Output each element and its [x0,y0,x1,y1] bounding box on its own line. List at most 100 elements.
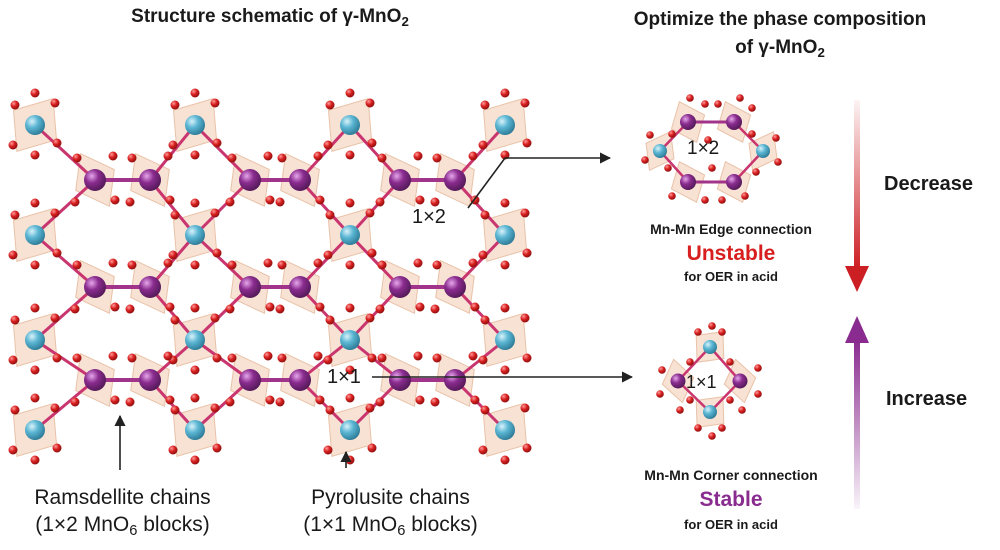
oxygen-atom [345,365,355,375]
oxygen-atom [30,455,40,465]
oxygen-atom [277,353,287,363]
cluster-oxygen [748,104,756,112]
cluster-bond [708,345,742,383]
oxygen-atom [30,393,40,403]
mn-atom-purple [139,169,161,191]
mn-atom-blue [495,115,515,135]
mn-atom-blue [495,420,515,440]
oxygen-atom [478,140,488,150]
oxygen-atom [30,303,40,313]
mn-mn-bond [193,378,252,432]
cluster-oxygen [694,424,702,432]
oxygen-atom [190,88,200,98]
oxygen-atom [212,353,222,363]
oxygen-atom [163,151,173,161]
oxygen-atoms [8,88,532,465]
oxygen-atom [125,197,135,207]
oxygen-atom [168,140,178,150]
oxygen-atom [263,151,273,161]
oxygen-atom [430,397,440,407]
oxygen-atom [50,208,60,218]
oxygen-atom [110,195,120,205]
cluster-oxygen [718,424,726,432]
mn-mn-bond [453,285,507,342]
oxygen-atom [480,405,490,415]
oxygen-atom [190,393,200,403]
oxygen-atom [30,198,40,208]
mn-mn-bond [148,285,197,342]
lattice-label-1x2: 1×2 [412,206,446,228]
cluster-oxygen [708,322,716,330]
cluster-oxygen [686,396,694,404]
mn-mn-bond [298,178,352,237]
oxygen-atom [168,250,178,260]
oxygen-atom [365,208,375,218]
oxygen-atom [323,140,333,150]
mn-atom-purple [289,369,311,391]
oxygen-atom [72,153,82,163]
oxygen-atom [210,403,220,413]
cluster-oxygen [718,328,726,336]
mn-mn-bond [298,233,352,289]
left-panel-title: Structure schematic of γ-MnO2 [131,6,409,29]
oxygen-atom [367,248,377,258]
unstable-label: Unstable [686,242,776,265]
mn-atom-purple [444,369,466,391]
cluster-oxygen [736,94,744,102]
oxygen-atom [170,210,180,220]
cluster-oxygen [676,406,684,414]
mn-atom-purple [289,276,311,298]
mn-mn-bond [33,285,97,342]
cluster-oxygen [772,134,780,142]
oxygen-atom [10,100,20,110]
oxygen-atom [190,365,200,375]
mn-mn-bond [348,285,402,342]
oxygen-atom [210,313,220,323]
oxygen-atom [520,313,530,323]
mn-mn-bond [148,378,197,432]
oxygen-atom [108,258,118,268]
mn-atom-purple [139,276,161,298]
oxygen-atom [313,151,323,161]
oxygen-atom [315,302,325,312]
mn-mn-bond [33,338,97,382]
mno2-lattice-structure [8,88,532,465]
oxygen-atom [30,365,40,375]
mn-atom-purple [139,369,161,391]
oxygen-atom [325,405,335,415]
cluster-oxygen [701,100,709,108]
oxygen-atom [500,455,510,465]
oxygen-atom [277,260,287,270]
oxygen-atom [432,153,442,163]
mn-atom-blue [495,330,515,350]
cluster-oxygen [646,131,654,139]
oxygen-atom [413,351,423,361]
oxygen-atom [275,304,285,314]
ramsdellite-caption: Ramsdellite chains (1×2 MnO6 blocks) [34,486,211,540]
oxygen-atom [8,250,18,260]
oxygen-atom [127,353,137,363]
oxygen-atom [275,197,285,207]
oxygen-atom [225,197,235,207]
oxygen-atom [190,455,200,465]
oxygen-atom [430,304,440,314]
mn-atoms [25,115,515,440]
oxygen-atom [263,351,273,361]
mn-atom-blue [340,225,360,245]
oxygen-atom [377,260,387,270]
oxygen-atom [500,260,510,270]
oxygen-atom [345,150,355,160]
oxygen-atom [72,260,82,270]
oxygen-atom [375,397,385,407]
cluster-oxygen [694,328,702,336]
oxygen-atom [30,150,40,160]
mn-atom-blue [340,330,360,350]
mn-atom-purple [444,276,466,298]
cluster-oxygen [708,164,716,172]
oxygen-atom [480,100,490,110]
oxygen-atom [345,455,355,465]
oxygen-atom [315,195,325,205]
pointer-arrow-1x2 [467,152,612,209]
